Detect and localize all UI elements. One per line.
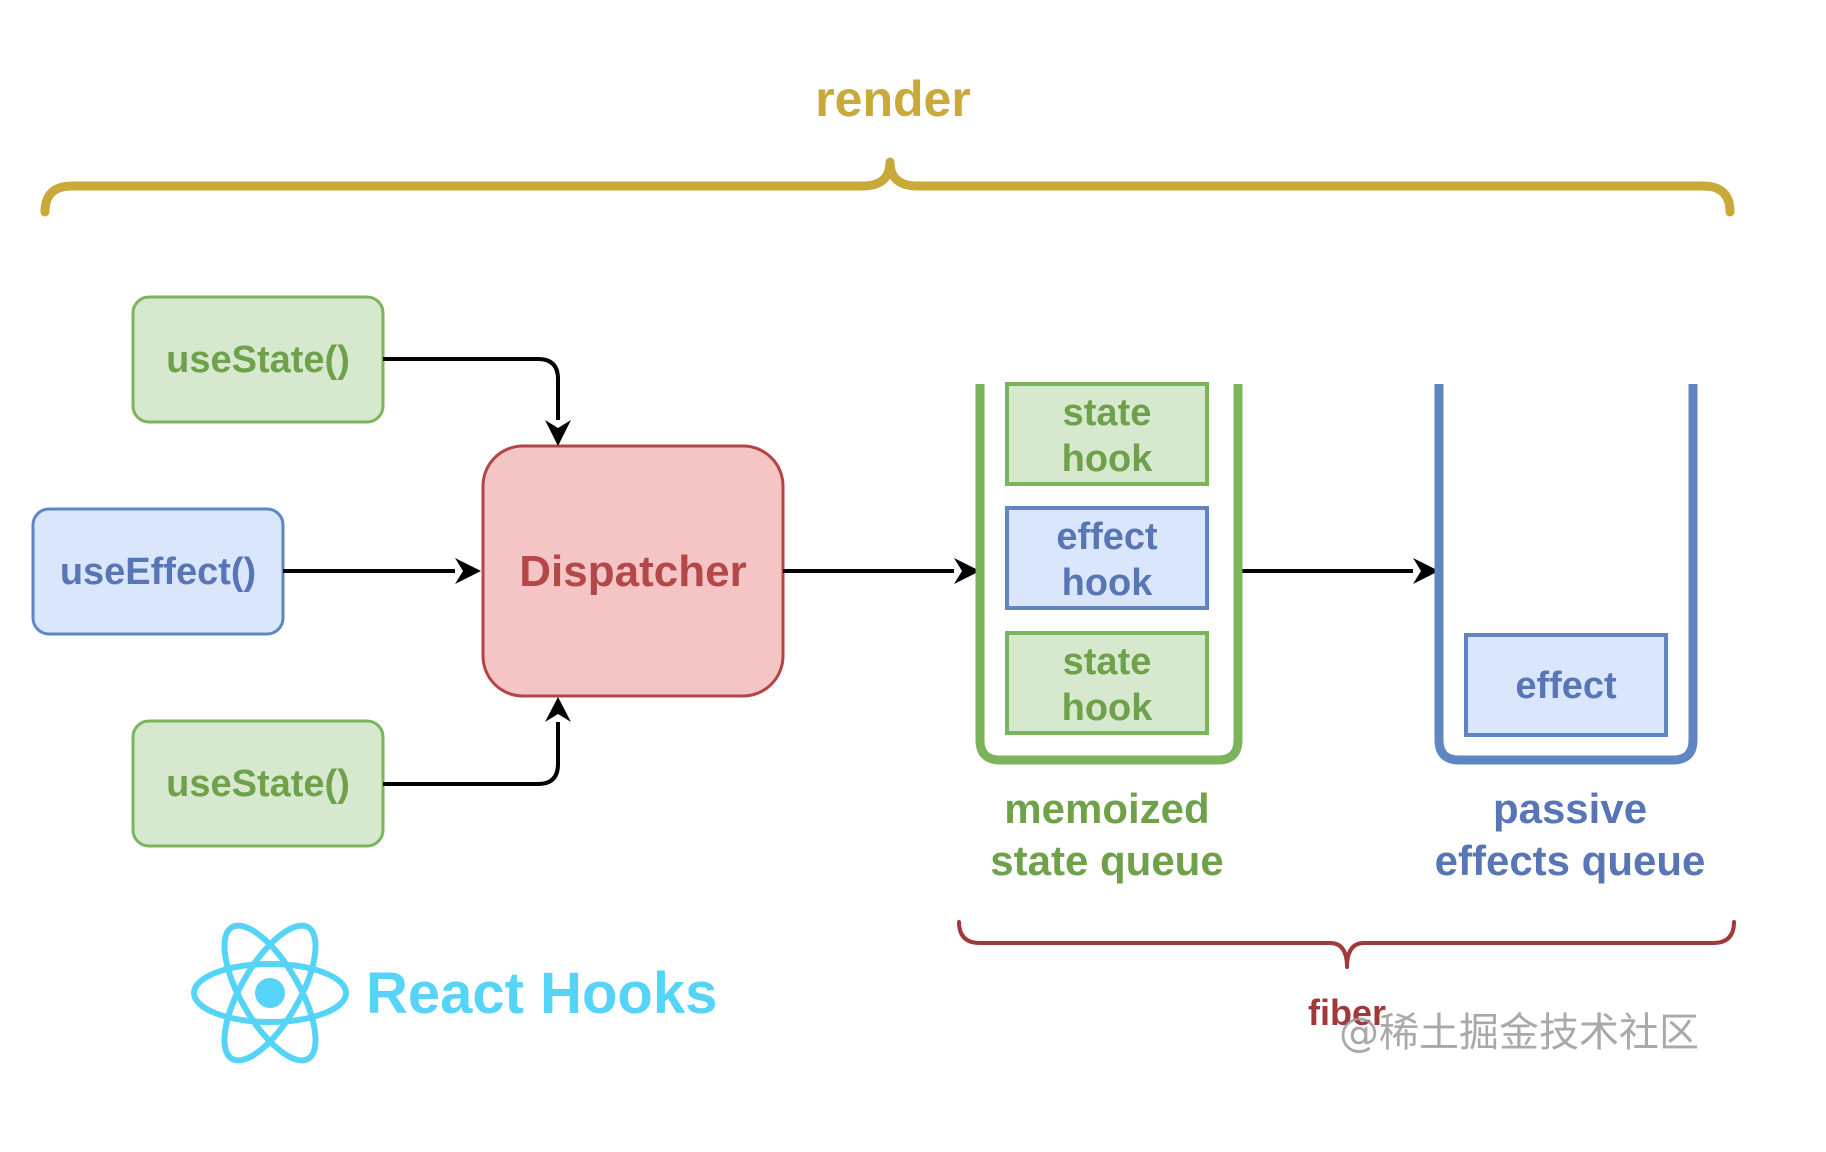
useeffect-box: useEffect() (31, 507, 285, 636)
memoized-queue-label-line1: memoized (1004, 785, 1209, 832)
state-hook-item: state hook (1005, 382, 1209, 486)
effect-hook-item: effect hook (1005, 506, 1209, 610)
state-hook-item-line2: hook (1062, 687, 1154, 729)
arrowhead-memoized (954, 558, 980, 584)
passive-queue-label-line1: passive (1493, 785, 1647, 832)
usestate-top-label: useState() (166, 339, 350, 381)
memoized-state-queue: state hook effect hook state hook memoiz… (975, 382, 1243, 884)
state-hook-item: state hook (1005, 631, 1209, 735)
arrowhead-top (545, 420, 571, 446)
react-logo-icon (191, 922, 349, 1064)
fiber-brace (957, 920, 1736, 969)
effect-item: effect (1464, 633, 1668, 737)
arrowhead-passive (1413, 558, 1439, 584)
passive-queue-container (1434, 384, 1698, 765)
state-hook-item-line1: state (1063, 392, 1152, 434)
arrow-usestate-top-to-dispatcher (383, 357, 560, 420)
passive-effects-queue: effect passive effects queue (1434, 384, 1706, 884)
memoized-queue-container (975, 384, 1243, 765)
state-hook-item-line2: hook (1062, 438, 1154, 480)
arrow-usestate-bottom-to-dispatcher (383, 722, 560, 786)
arrowhead-bottom (545, 697, 571, 722)
usestate-top-box: useState() (131, 295, 385, 424)
effect-hook-item-line1: effect (1056, 516, 1158, 558)
usestate-bottom-box: useState() (131, 719, 385, 848)
render-brace (40, 157, 1735, 217)
usestate-bottom-label: useState() (166, 763, 350, 805)
dispatcher-label: Dispatcher (519, 547, 746, 596)
fiber-label: fiber (1308, 992, 1386, 1033)
useeffect-label: useEffect() (60, 551, 256, 593)
arrows (283, 357, 1413, 786)
arrowheads (455, 420, 1439, 722)
arrowhead-useeffect (455, 558, 481, 584)
effect-item-label: effect (1515, 665, 1617, 707)
watermark: @稀土掘金技术社区 (1339, 1010, 1699, 1056)
memoized-queue-label-line2: state queue (990, 837, 1223, 884)
effect-hook-item-line2: hook (1062, 562, 1154, 604)
react-hooks-label: React Hooks (366, 961, 717, 1026)
render-label: render (815, 71, 971, 127)
passive-queue-label-line2: effects queue (1435, 837, 1706, 884)
dispatcher-box: Dispatcher (481, 444, 785, 698)
state-hook-item-line1: state (1063, 641, 1152, 683)
